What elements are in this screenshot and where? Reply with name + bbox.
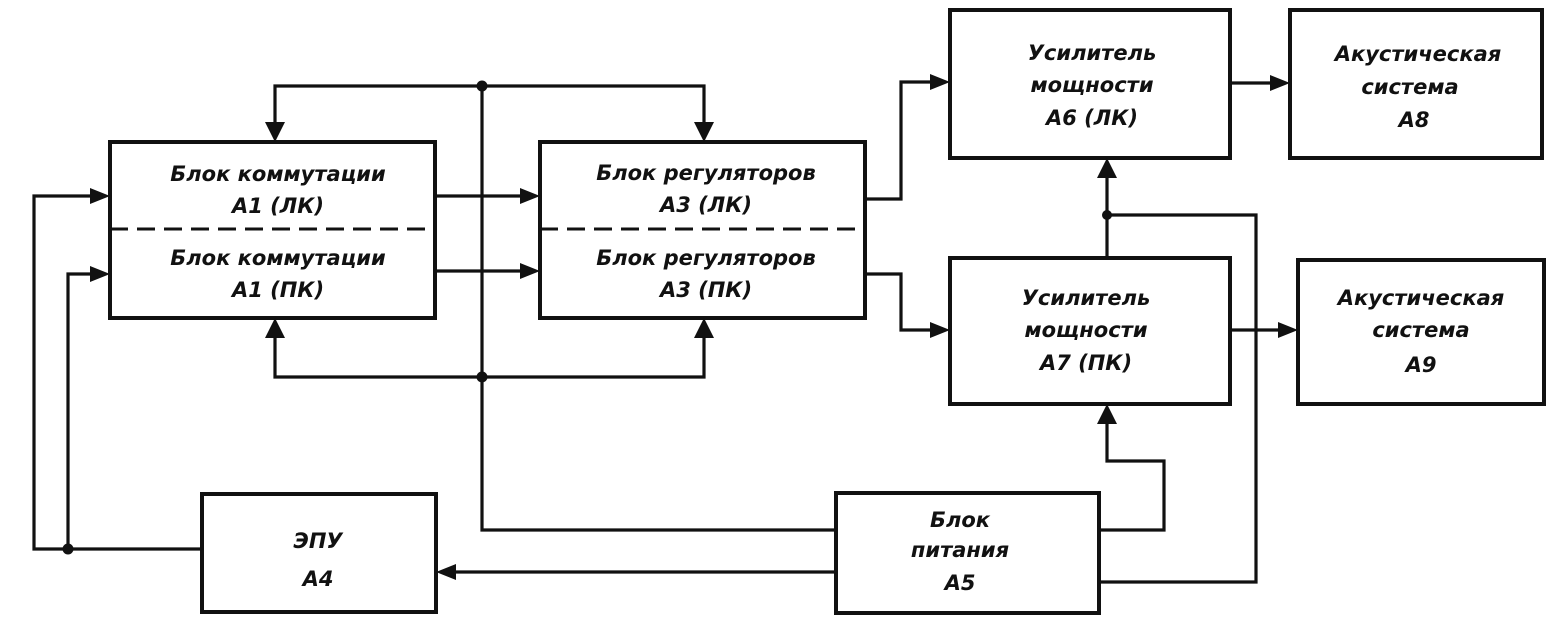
arrow-into-a9 [1278, 322, 1298, 338]
a5-title: Блок [930, 508, 991, 532]
a9-box [1296, 258, 1546, 406]
a4-box [200, 492, 438, 614]
a6-box [948, 8, 1232, 160]
a1-lk-title: Блок коммутации [170, 162, 386, 186]
junction-epu [62, 543, 74, 555]
arrow-into-a6 [930, 74, 950, 90]
arrow-into-a4 [436, 564, 456, 580]
a6-code: А6 (ЛК) [1044, 106, 1138, 130]
wire-a3-a6 [865, 80, 936, 201]
wire-top-loop [273, 84, 706, 132]
junction-top [476, 80, 488, 92]
wire-a4-a1-lk [32, 194, 202, 551]
a5-subtitle: питания [911, 538, 1009, 562]
arrow-into-a1-top [265, 122, 285, 142]
arrow-into-a1-lk-left [90, 188, 110, 204]
a8-title: Акустическая [1333, 42, 1502, 66]
a8-subtitle: система [1361, 75, 1458, 99]
a3-lk-title: Блок регуляторов [596, 161, 816, 185]
arrow-into-a3-lk [520, 188, 540, 204]
wire-a3-a7 [865, 272, 936, 332]
a4-title: ЭПУ [293, 529, 344, 553]
arrow-into-a6-bottom [1097, 158, 1117, 178]
a4-code: А4 [301, 567, 334, 591]
a5-box [834, 491, 1101, 615]
arrow-into-a8 [1270, 75, 1290, 91]
a7-title: Усилитель [1022, 286, 1151, 310]
wire-power-a7 [1099, 416, 1166, 532]
a1-lk-code: А1 (ЛК) [230, 194, 324, 218]
a7-box [948, 256, 1232, 406]
a8-code: А8 [1397, 108, 1430, 132]
arrow-into-a3-top [694, 122, 714, 142]
wire-center-trunk [480, 86, 836, 532]
arrow-into-a1-bottom [265, 318, 285, 338]
a9-code: А9 [1404, 353, 1437, 377]
arrow-into-a7 [930, 322, 950, 338]
wire-a4-a1-pk [66, 272, 98, 549]
a5-code: А5 [943, 571, 976, 595]
junction-power-a6 [1102, 210, 1112, 220]
a9-title: Акустическая [1336, 286, 1505, 310]
wire-power-right-loop [1099, 213, 1258, 584]
a7-subtitle: мощности [1024, 318, 1147, 342]
a8-box [1288, 8, 1544, 160]
a1-pk-code: А1 (ПК) [230, 278, 324, 302]
a7-code: А7 (ПК) [1038, 351, 1132, 375]
a3-pk-code: А3 (ПК) [658, 278, 752, 302]
junction-bottom [476, 371, 488, 383]
wire-bottom-loop [273, 330, 706, 379]
a3-pk-title: Блок регуляторов [596, 246, 816, 270]
arrow-into-a3-pk [520, 263, 540, 279]
arrow-into-a7-bottom [1097, 404, 1117, 424]
a6-title: Усилитель [1028, 41, 1157, 65]
arrow-into-a1-pk-left [90, 266, 110, 282]
a9-subtitle: система [1372, 318, 1469, 342]
a6-subtitle: мощности [1030, 73, 1153, 97]
a1-pk-title: Блок коммутации [170, 246, 386, 270]
a3-lk-code: А3 (ЛК) [658, 193, 752, 217]
arrow-into-a3-bottom [694, 318, 714, 338]
